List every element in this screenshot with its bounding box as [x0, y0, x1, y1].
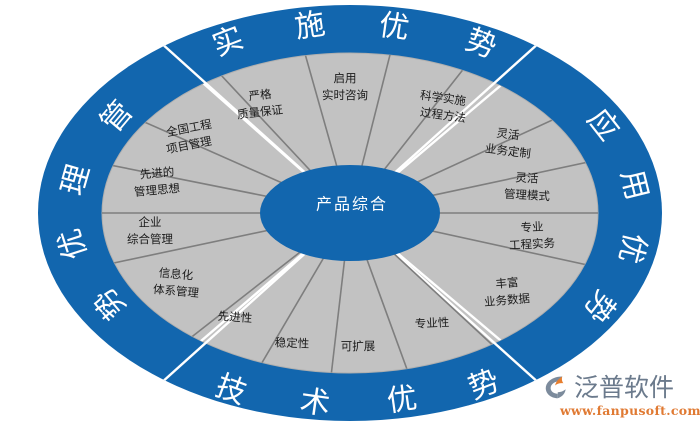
- segment-s3: 企业 综合管理: [127, 215, 173, 246]
- segment-s13-line-0: 科学实施: [419, 88, 467, 108]
- segment-s5: 先进性: [217, 309, 252, 325]
- core-ellipse: 产品综合: [260, 165, 440, 261]
- segment-s7: 可扩展: [341, 339, 376, 353]
- segment-s14-line-0: 启用: [334, 71, 357, 85]
- segment-s13: 科学实施 过程方法: [419, 88, 467, 125]
- segment-s14-line-1: 实时咨询: [322, 88, 368, 102]
- segment-s10-line-0: 专业: [520, 219, 544, 234]
- segment-s11-line-0: 灵活: [515, 170, 539, 185]
- ring-quadrant-application: 应 用 优 势: [576, 102, 655, 328]
- segment-s7-line-0: 可扩展: [341, 339, 376, 353]
- segment-s12: 灵活 业务定制: [484, 126, 531, 161]
- segment-s9: 丰富 业务数据: [483, 275, 531, 309]
- segment-s10-line-1: 工程实务: [509, 236, 556, 252]
- segment-s4-line-1: 体系管理: [152, 282, 200, 300]
- segment-s4-line-0: 信息化: [158, 266, 194, 283]
- segment-s11-line-1: 管理模式: [504, 187, 551, 203]
- segment-s4: 信息化 体系管理: [152, 266, 200, 300]
- logo-brand-row: 泛普软件: [542, 372, 674, 402]
- segment-s6-line-0: 稳定性: [275, 335, 310, 350]
- segment-s10: 专业 工程实务: [509, 219, 556, 252]
- core-label: 产品综合: [316, 195, 388, 214]
- segment-s3-line-0: 企业: [139, 215, 162, 229]
- segment-s14: 启用 实时咨询: [322, 71, 368, 102]
- segment-s9-line-1: 业务数据: [483, 291, 531, 309]
- segment-s9-line-0: 丰富: [495, 275, 519, 291]
- brand-logo: 泛普软件 www.fanpusoft.com: [542, 364, 700, 418]
- segment-s5-line-0: 先进性: [217, 309, 252, 325]
- segment-s12-line-0: 灵活: [496, 126, 521, 143]
- segment-s8-line-0: 专业性: [414, 315, 449, 331]
- segment-s2-line-1: 管理思想: [133, 181, 180, 199]
- ring-char-technology-1: 术: [298, 384, 333, 423]
- logo-url-text: www.fanpusoft.com: [560, 403, 700, 418]
- segment-s3-line-1: 综合管理: [127, 232, 173, 246]
- ring-char-implementation-1: 施: [292, 6, 327, 45]
- segment-s12-line-1: 业务定制: [484, 141, 531, 161]
- segment-s8: 专业性: [414, 315, 449, 331]
- ring-char-technology-2: 优: [385, 381, 420, 420]
- segment-s15-line-0: 严格: [248, 87, 273, 104]
- segment-s11: 灵活 管理模式: [504, 170, 551, 203]
- segment-s2: 先进的 管理思想: [133, 165, 180, 199]
- segment-s15: 严格 质量保证: [236, 87, 284, 122]
- segment-s15-line-1: 质量保证: [236, 102, 284, 122]
- segment-s6: 稳定性: [275, 335, 310, 350]
- fanpu-swoosh-icon: [545, 376, 566, 399]
- segment-s13-line-1: 过程方法: [419, 105, 467, 125]
- logo-brand-text: 泛普软件: [574, 372, 675, 402]
- segment-s2-line-0: 先进的: [139, 165, 175, 182]
- ring-char-implementation-2: 优: [377, 8, 412, 47]
